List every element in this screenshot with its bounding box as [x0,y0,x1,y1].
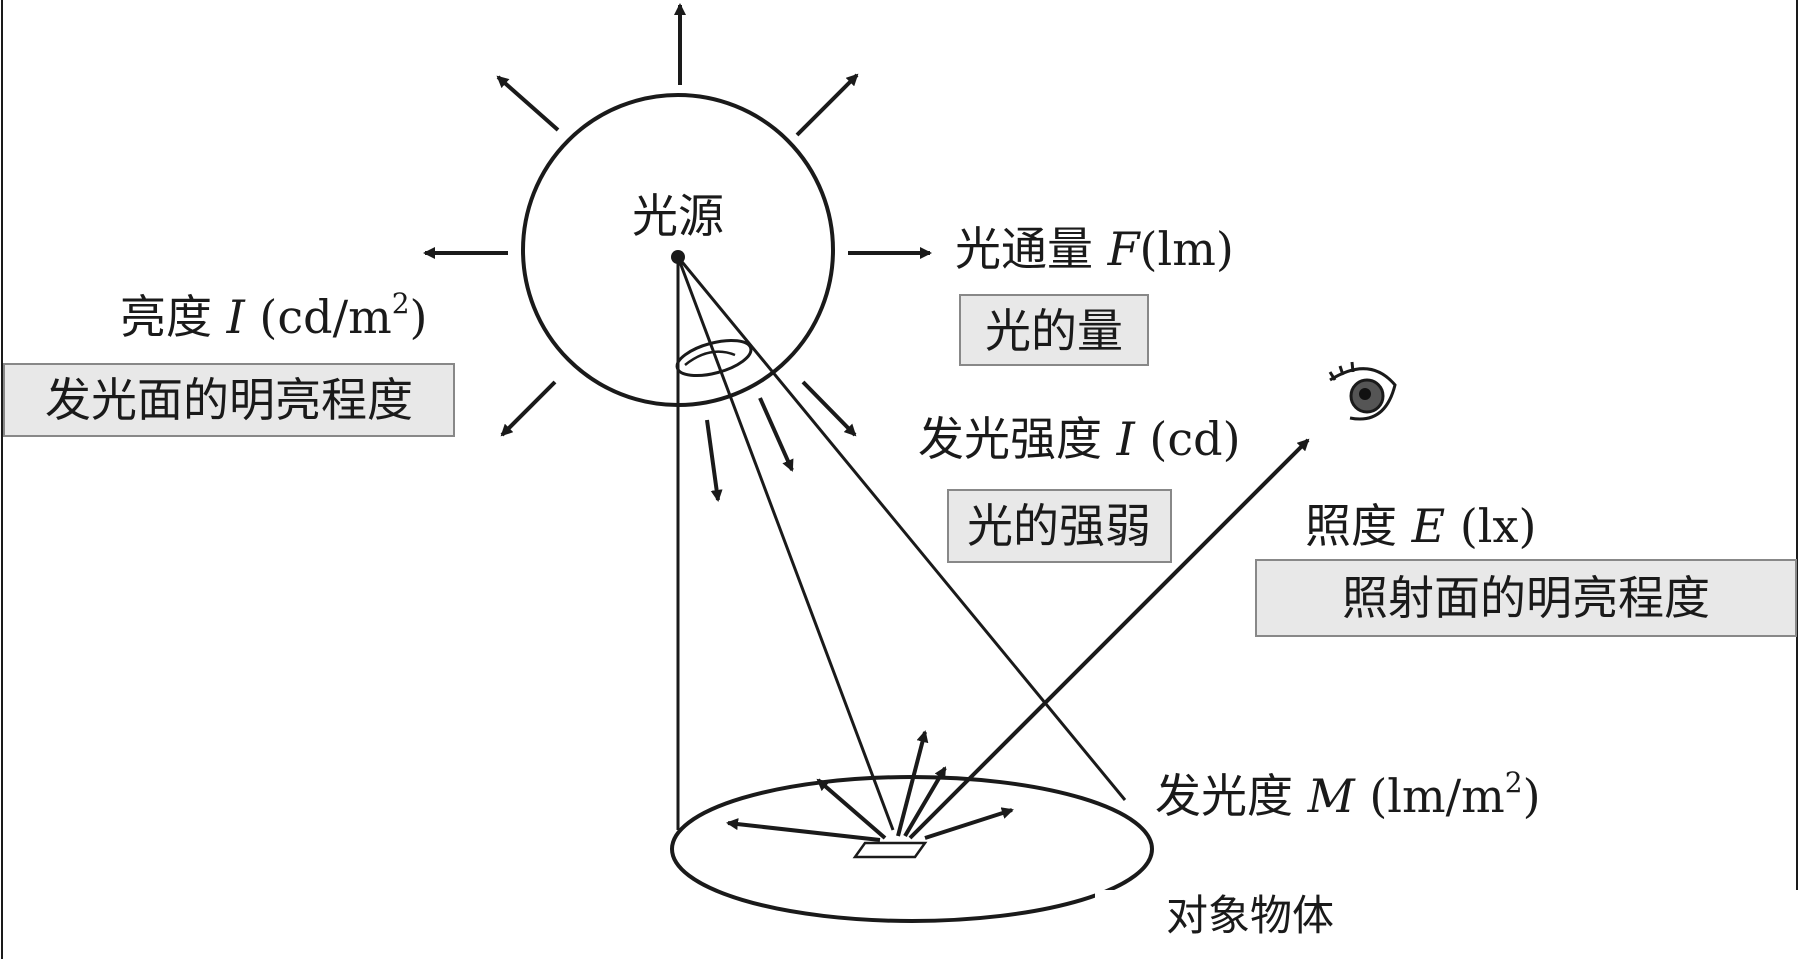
exit-arrow-up-right [903,766,947,838]
eye-icon [1328,361,1397,421]
exit-arrow-up-left [816,778,887,840]
luminance-label: 亮度 I (cd/m2) [120,287,427,344]
luminance-unit: (cd/m [245,290,392,344]
box-flux [959,294,1149,366]
arrow-up-right [795,73,859,137]
luminance-sup: 2 [392,287,410,320]
solid-angle-inner-ellipse [684,350,736,366]
flux-label: 光通量 F(lm) [955,222,1234,276]
exitance-label: 发光度 M (lm/m2) [1155,766,1541,823]
luminance-close: ) [410,290,428,344]
luminance-symbol: I [226,290,246,344]
exitance-arrows [726,730,1014,842]
illuminance-name: 照度 [1305,499,1412,553]
cone-lines [676,256,1127,831]
illuminance-label: 照度 E (lx) [1305,499,1536,553]
object-caption-bg [1095,890,1800,959]
object-caption: 对象物体 [1166,891,1334,940]
arrow-to-eye [908,438,1310,840]
intensity-symbol: I [1116,412,1136,466]
box-intensity [947,489,1172,563]
cone-line-center [676,256,895,831]
exit-arrow-right [924,807,1014,840]
intensity-label: 发光强度 I (cd) [918,412,1241,466]
exitance-name: 发光度 [1155,769,1308,823]
arrow-inner-2 [758,397,794,472]
intensity-name: 发光强度 [918,412,1117,466]
arrow-up-left [496,75,560,132]
luminance-box-label: 发光面的明亮程度 [45,373,413,427]
surface-element [852,841,928,859]
illuminance-unit: (lx) [1445,499,1536,553]
box-illuminance [1255,559,1797,637]
flux-name: 光通量 [955,222,1108,276]
cone-line-right [676,256,1127,801]
radial-flux-arrows [423,3,932,502]
exit-arrow-left [726,818,881,842]
arrow-inner-1 [705,419,723,502]
exitance-symbol: M [1307,769,1357,823]
illuminance-symbol: E [1411,499,1446,553]
exitance-unit: (lm/m [1355,769,1505,823]
solid-angle-ellipse [675,338,753,378]
arrow-down-right [801,380,857,437]
flux-box-label: 光的量 [985,304,1123,358]
luminance-name: 亮度 [120,290,227,344]
box-luminance [3,363,455,437]
flux-unit: (lm) [1140,222,1234,276]
exitance-close: ) [1523,769,1541,823]
exit-arrow-up [896,730,929,837]
light-source-label: 光源 [632,189,724,243]
arrow-down-left [500,380,557,437]
illuminance-box-label: 照射面的明亮程度 [1342,571,1710,625]
intensity-unit: (cd) [1135,412,1241,466]
flux-symbol: F [1107,222,1142,276]
exitance-sup: 2 [1505,766,1523,799]
intensity-box-label: 光的强弱 [967,499,1151,553]
